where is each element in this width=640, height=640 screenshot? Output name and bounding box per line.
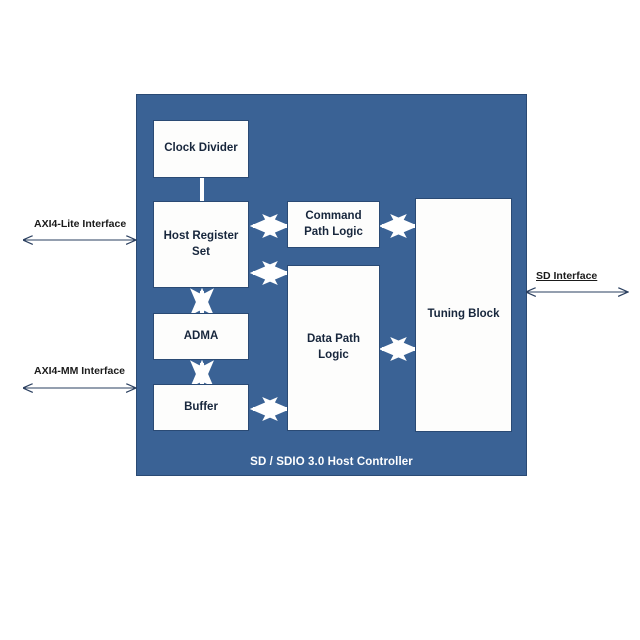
block-adma-label: ADMA (183, 329, 219, 342)
block-clock-divider[interactable]: Clock Divider (153, 120, 249, 178)
block-adma[interactable]: ADMA (153, 313, 249, 360)
block-buffer[interactable]: Buffer (153, 384, 249, 431)
block-tuning-block[interactable]: Tuning Block (415, 198, 512, 432)
block-clock-divider-label: Clock Divider (164, 142, 238, 155)
interface-axi4-mm-label: AXI4-MM Interface (34, 365, 126, 377)
interface-axi4-mm: AXI4-MM Interface (22, 365, 162, 405)
interface-sd-label: SD Interface (536, 270, 598, 282)
interface-sd: SD Interface (524, 270, 628, 310)
block-command-path-logic-label: Command Path Logic (304, 209, 363, 238)
interface-axi4-lite: AXI4-Lite Interface (22, 218, 162, 258)
block-command-path-logic[interactable]: Command Path Logic (287, 201, 380, 248)
block-host-register-set-label: Host Register Set (163, 229, 239, 258)
block-host-register-set[interactable]: Host Register Set (153, 201, 249, 288)
host-controller-label: SD / SDIO 3.0 Host Controller (250, 456, 413, 468)
block-tuning-block-label: Tuning Block (427, 308, 500, 321)
block-data-path-logic-label: Data Path Logic (306, 333, 361, 361)
interface-axi4-lite-label: AXI4-Lite Interface (34, 218, 127, 230)
block-buffer-label: Buffer (184, 400, 218, 413)
block-data-path-logic[interactable]: Data Path Logic (287, 265, 380, 431)
